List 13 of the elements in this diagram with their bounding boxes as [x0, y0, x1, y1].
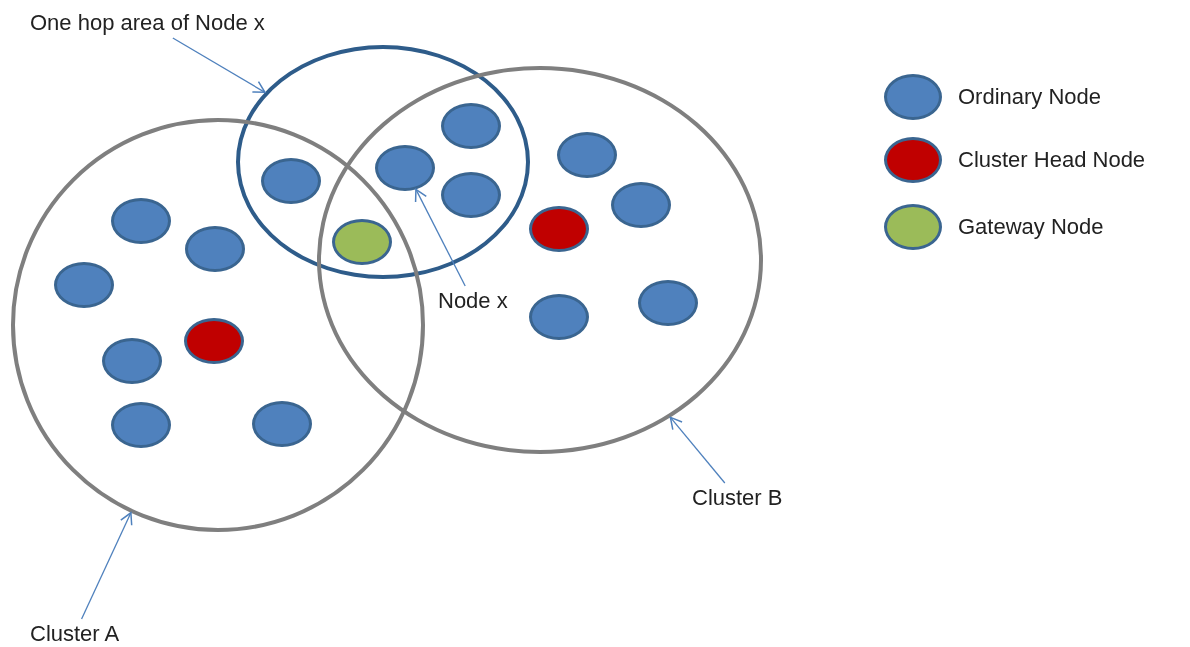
legend-text: Gateway Node: [958, 214, 1104, 240]
leader-line: [80, 512, 133, 620]
leader-line: [414, 188, 466, 287]
leader-line: [669, 416, 726, 484]
ordinary-node: [375, 145, 435, 191]
legend-text: Ordinary Node: [958, 84, 1102, 110]
callout-text: Cluster B: [692, 485, 783, 511]
leader-line: [172, 37, 266, 94]
callout-text: Node x: [438, 288, 508, 314]
callout-text: Cluster A: [30, 621, 120, 647]
gateway-node: [332, 219, 392, 265]
legend-text: Cluster Head Node: [958, 147, 1146, 173]
callout-text: One hop area of Node x: [30, 10, 265, 36]
